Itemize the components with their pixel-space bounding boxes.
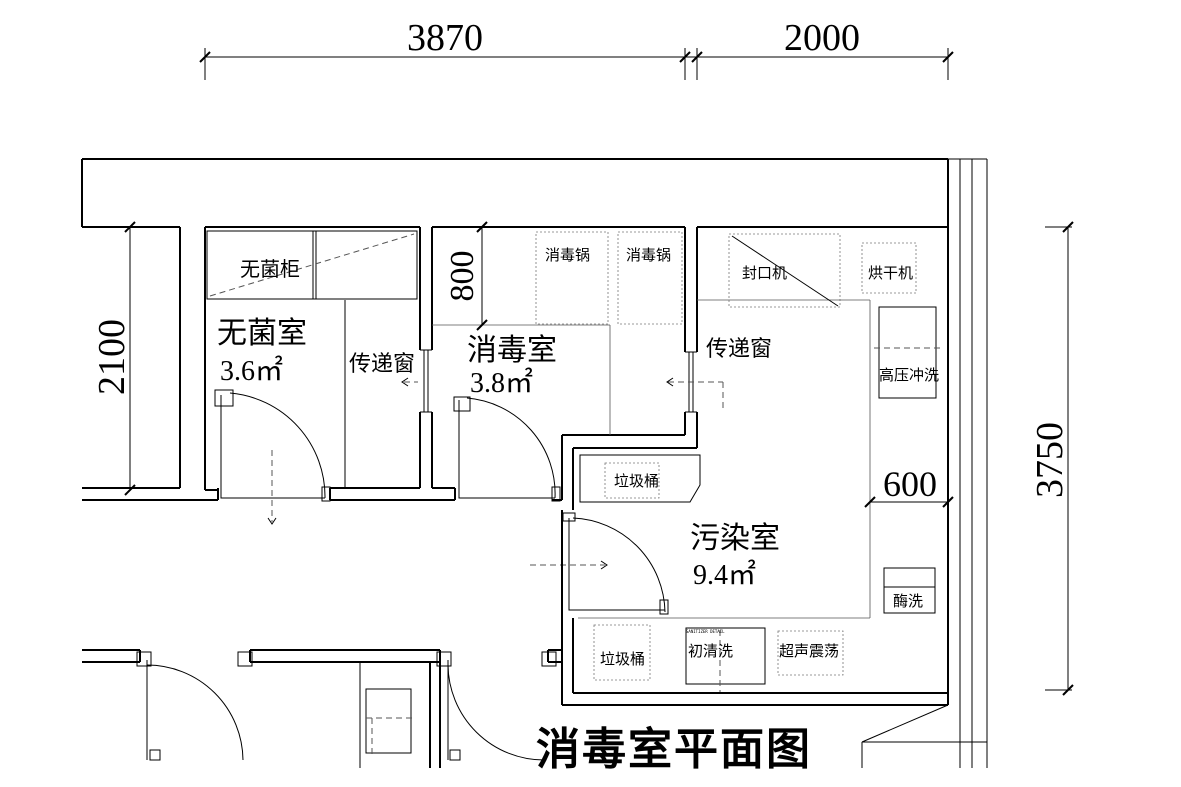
pass-window-left-label: 传递窗 bbox=[349, 352, 415, 377]
corridor-walls bbox=[81, 158, 988, 768]
dimension-top-right: 2000 bbox=[784, 17, 860, 59]
disinfection-room-area: 3.8㎡ bbox=[470, 367, 533, 399]
right-dimension-line: 3750 bbox=[1029, 221, 1074, 696]
sterile-room: 无菌柜 无菌室 3.6㎡ 传递窗 bbox=[204, 226, 433, 525]
lower-counter: 垃圾桶 SANITIZER DETAIL 初清洗 超声震荡 bbox=[561, 510, 949, 706]
sterilizer-2-label: 消毒锅 bbox=[626, 246, 671, 264]
sterile-cabinet-label: 无菌柜 bbox=[240, 257, 300, 281]
enzyme-wash-label: 酶洗 bbox=[893, 592, 923, 610]
pass-window-right-label: 传递窗 bbox=[706, 337, 772, 362]
contaminated-room-area: 9.4㎡ bbox=[693, 559, 756, 591]
dimension-counter-depth: 600 bbox=[883, 464, 937, 504]
plan-title: 消毒室平面图 bbox=[536, 724, 812, 775]
trash-bin-lower-label: 垃圾桶 bbox=[600, 650, 645, 668]
ultrasonic-label: 超声震荡 bbox=[779, 642, 839, 660]
contaminated-room: 封口机 烘干机 高压冲洗 垃圾桶 600 酶洗 污染室 9.4㎡ 传递窗 bbox=[530, 233, 954, 619]
bottom-wall bbox=[861, 704, 987, 768]
sterile-room-name: 无菌室 bbox=[217, 316, 307, 351]
dimension-shelf-depth: 800 bbox=[444, 251, 481, 302]
top-dimension-line: 3870 2000 bbox=[199, 17, 954, 80]
pre-wash-label: 初清洗 bbox=[688, 642, 733, 660]
dimension-right-height: 3750 bbox=[1029, 422, 1071, 498]
dryer-label: 烘干机 bbox=[868, 264, 913, 282]
left-dimension-line: 2100 bbox=[91, 221, 136, 496]
disinfection-room-name: 消毒室 bbox=[467, 333, 557, 368]
sterile-room-area: 3.6㎡ bbox=[220, 355, 283, 387]
sterilizer-1-label: 消毒锅 bbox=[545, 246, 590, 264]
sealer-label: 封口机 bbox=[742, 264, 787, 282]
trash-bin-upper-label: 垃圾桶 bbox=[614, 472, 659, 490]
disinfection-room: 800 消毒锅 消毒锅 消毒室 3.8㎡ bbox=[432, 221, 948, 510]
dimension-left-height: 2100 bbox=[91, 319, 133, 395]
lower-rooms bbox=[82, 649, 562, 768]
high-pressure-washer-label: 高压冲洗 bbox=[879, 366, 939, 384]
dimension-top-left: 3870 bbox=[407, 17, 483, 59]
contaminated-room-name: 污染室 bbox=[690, 521, 780, 556]
svg-text:SANITIZER DETAIL: SANITIZER DETAIL bbox=[686, 629, 725, 634]
